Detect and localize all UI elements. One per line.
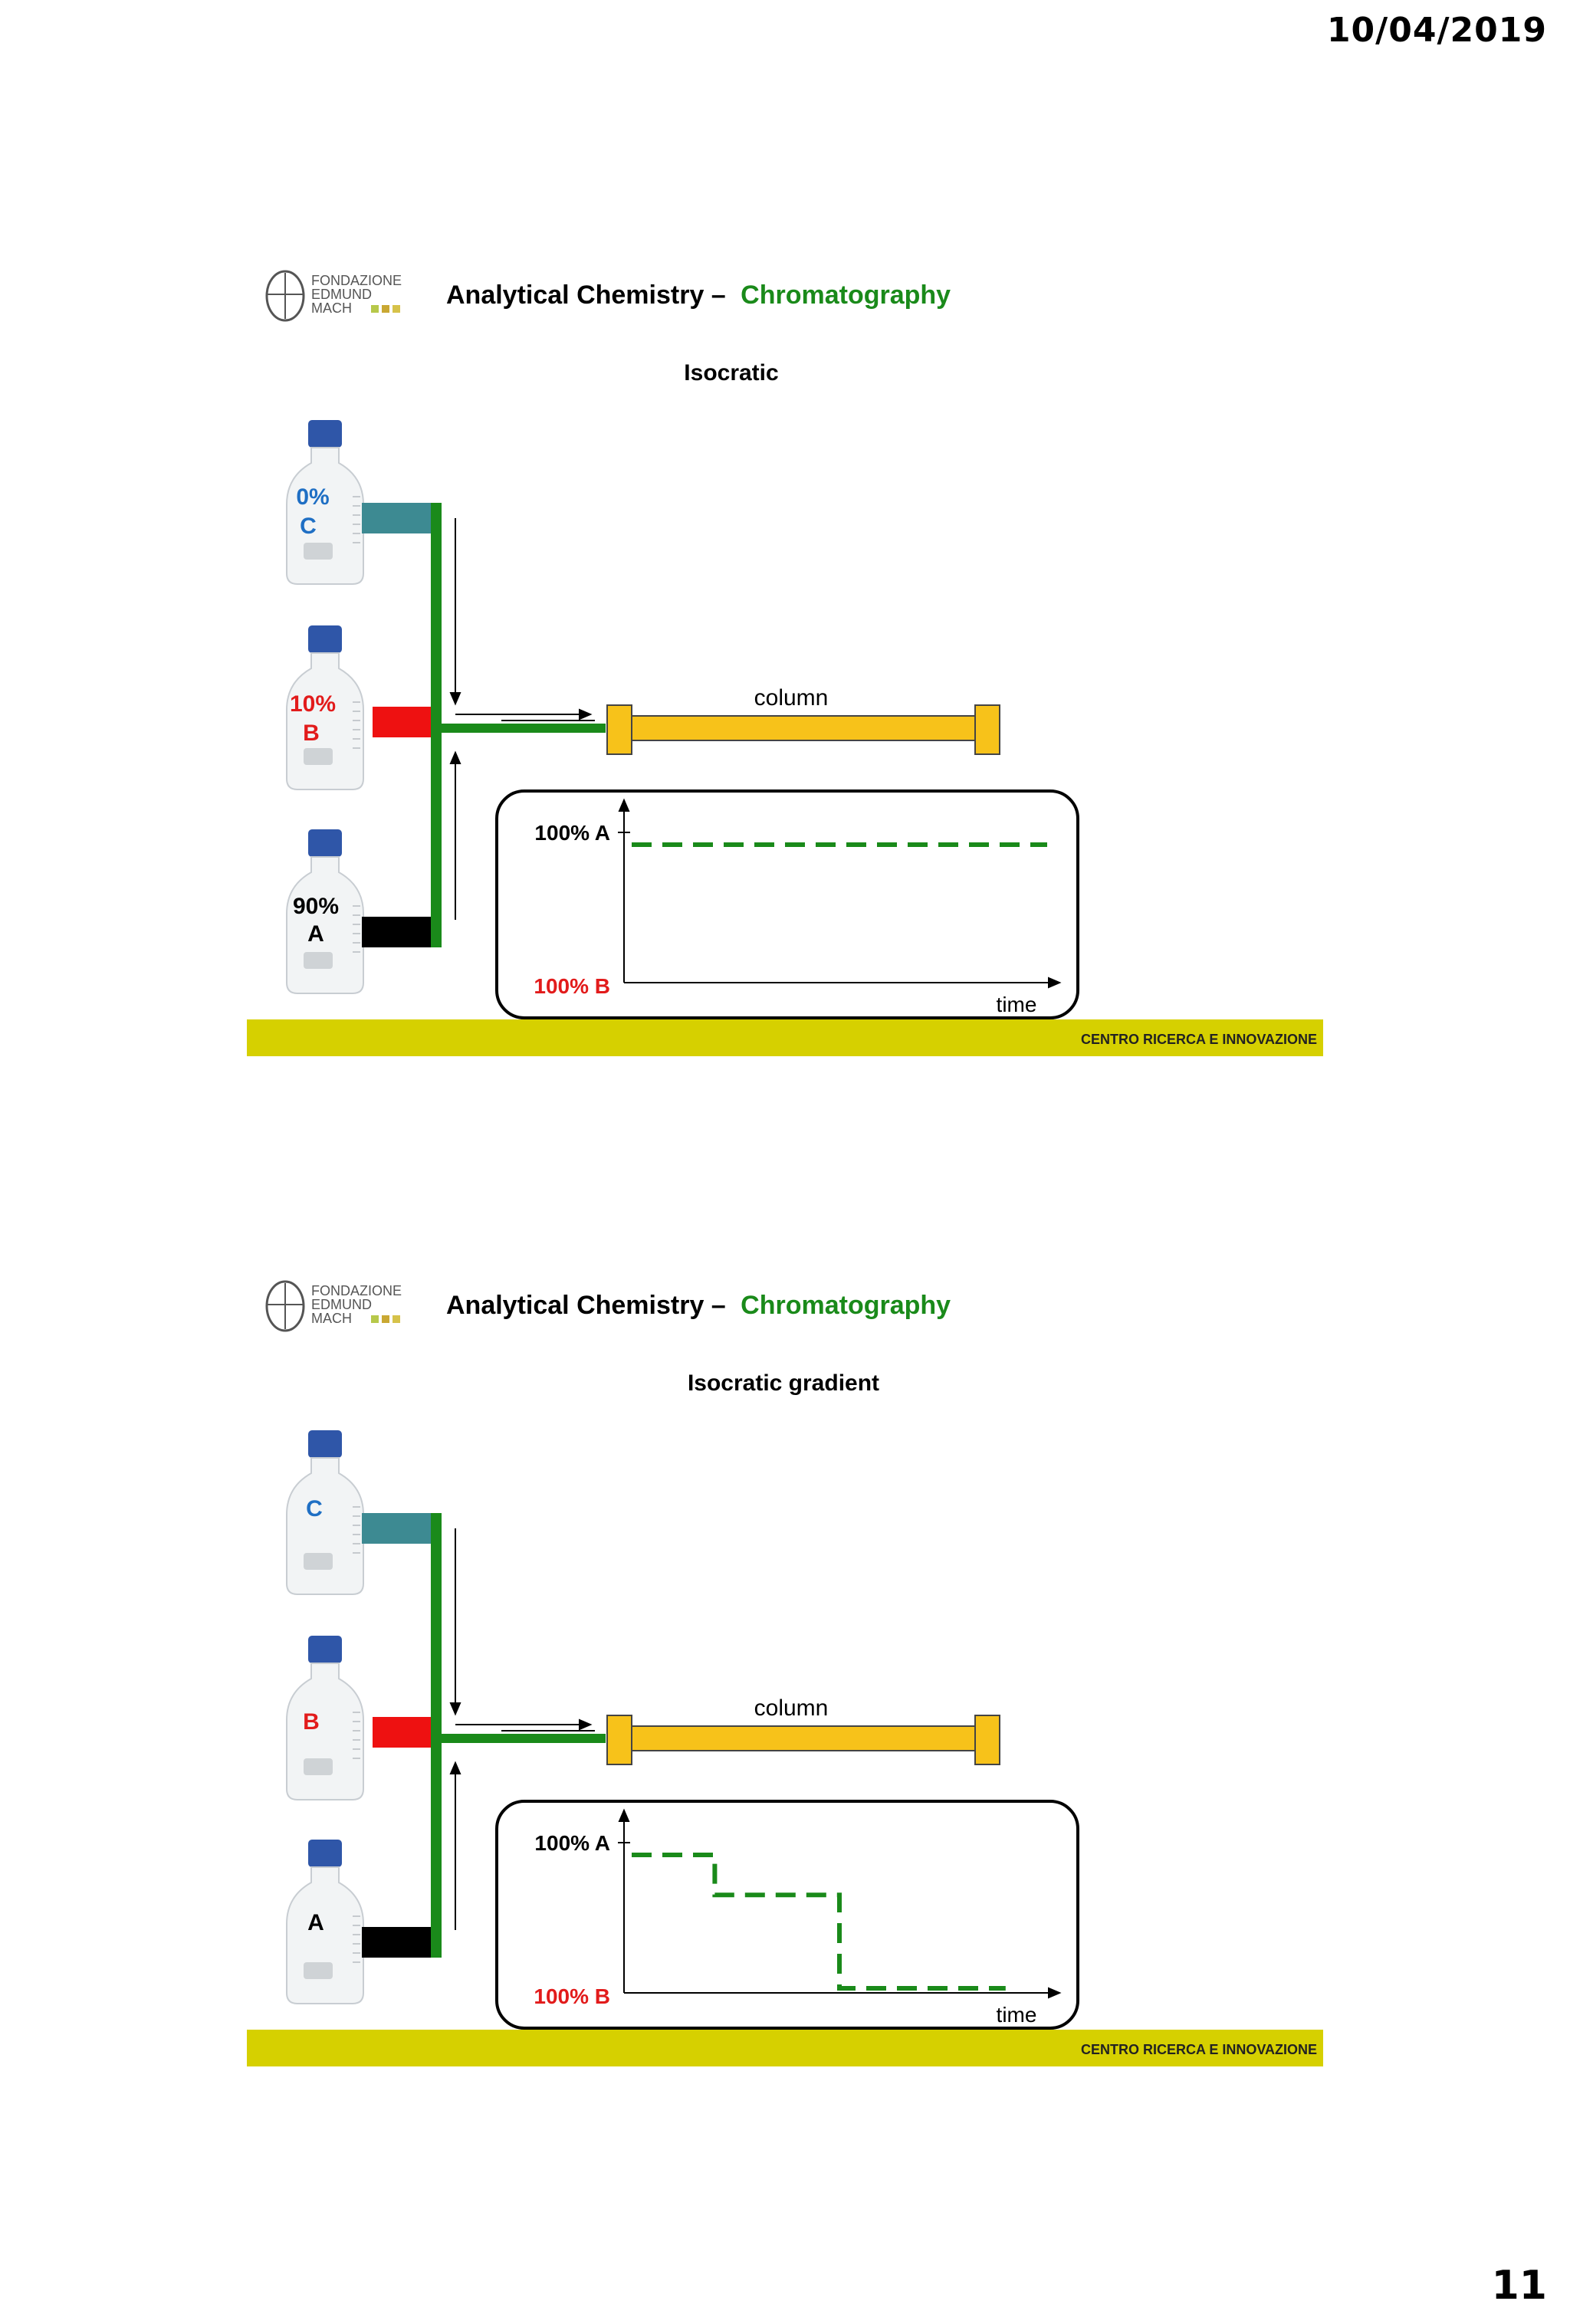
logo-line-2: EDMUND (311, 1297, 372, 1312)
slide-subtitle: Isocratic gradient (688, 1370, 879, 1396)
mixing-manifold (431, 503, 442, 947)
line-c (362, 503, 432, 533)
title-prefix: Analytical Chemistry – (446, 281, 726, 310)
slide-title: Analytical Chemistry – Chromatography (446, 1291, 951, 1320)
bottle-b (286, 625, 364, 790)
graph-axes (618, 1808, 1062, 1999)
bottle-b-letter: B (303, 1709, 320, 1735)
column (606, 704, 1000, 755)
column (606, 1715, 1000, 1765)
mixer-outlet (440, 724, 606, 733)
slide-1-canvas: FONDAZIONE EDMUND MACH Analytical Chemis… (247, 270, 1323, 1056)
page-number: 11 (1491, 2263, 1547, 2309)
slide-subtitle: Isocratic (684, 360, 778, 386)
graph-y-bottom-label: 100% B (534, 1984, 610, 2008)
page-date: 10/04/2019 (1326, 11, 1547, 50)
logo-emblem-icon (265, 1280, 305, 1332)
logo-square-1 (371, 1315, 379, 1323)
slide-title: Analytical Chemistry – Chromatography (446, 281, 951, 310)
logo-square-3 (392, 305, 400, 313)
logo-line-3: MACH (311, 1311, 352, 1326)
graph-x-label: time (997, 2003, 1037, 2027)
footer-band (247, 1019, 1323, 1056)
title-accent: Chromatography (741, 281, 951, 310)
slide-isocratic-gradient: FONDAZIONE EDMUND MACH Analytical Chemis… (247, 1256, 1323, 2068)
column-label: column (754, 1695, 829, 1721)
bottle-c-pct: 0% (296, 484, 329, 510)
logo-square-2 (382, 305, 389, 313)
flow-arrows (449, 518, 595, 920)
graph-panel (495, 789, 1079, 1019)
graph-y-top-label: 100% A (534, 1831, 610, 1855)
logo-square-3 (392, 1315, 400, 1323)
graph-y-top-label: 100% A (534, 821, 610, 845)
graph-axes (618, 798, 1062, 989)
line-a (362, 1927, 432, 1958)
slide-2-canvas: FONDAZIONE EDMUND MACH Analytical Chemis… (247, 1280, 1323, 2066)
line-a (362, 917, 432, 947)
bottle-c-letter: C (300, 514, 317, 539)
logo: FONDAZIONE EDMUND MACH (265, 270, 402, 322)
line-b (373, 1717, 432, 1748)
bottle-c (286, 1430, 364, 1595)
logo-line-3: MACH (311, 300, 352, 316)
bottle-a (286, 1840, 364, 2004)
logo-line-2: EDMUND (311, 287, 372, 302)
footer-text: CENTRO RICERCA E INNOVAZIONE (1081, 1032, 1317, 1047)
logo-line-1: FONDAZIONE (311, 1283, 402, 1298)
bottle-a-letter: A (307, 1910, 324, 1935)
logo-emblem-icon (265, 270, 305, 322)
mixing-manifold (431, 1513, 442, 1958)
bottle-a (286, 829, 364, 994)
bottle-a-pct: 90% (293, 894, 339, 919)
footer-band (247, 2030, 1323, 2066)
bottle-c (286, 420, 364, 585)
graph-y-bottom-label: 100% B (534, 974, 610, 998)
title-accent: Chromatography (741, 1291, 951, 1320)
footer-text: CENTRO RICERCA E INNOVAZIONE (1081, 2042, 1317, 2057)
line-b (373, 707, 432, 737)
bottle-b-pct: 10% (290, 691, 336, 717)
bottle-c-letter: C (306, 1496, 323, 1521)
column-label: column (754, 685, 829, 711)
flow-arrows (449, 1528, 595, 1930)
graph-panel (495, 1800, 1079, 2030)
line-c (362, 1513, 432, 1544)
title-prefix: Analytical Chemistry – (446, 1291, 726, 1320)
bottle-a-letter: A (307, 921, 324, 947)
mixer-outlet (440, 1734, 606, 1743)
logo-square-2 (382, 1315, 389, 1323)
logo: FONDAZIONE EDMUND MACH (265, 1280, 402, 1332)
logo-square-1 (371, 305, 379, 313)
bottle-b (286, 1636, 364, 1800)
slide-isocratic: FONDAZIONE EDMUND MACH Analytical Chemis… (247, 245, 1323, 1058)
logo-line-1: FONDAZIONE (311, 273, 402, 288)
bottle-b-letter: B (303, 721, 320, 746)
composition-profile (632, 1853, 1006, 1991)
graph-x-label: time (997, 993, 1037, 1016)
